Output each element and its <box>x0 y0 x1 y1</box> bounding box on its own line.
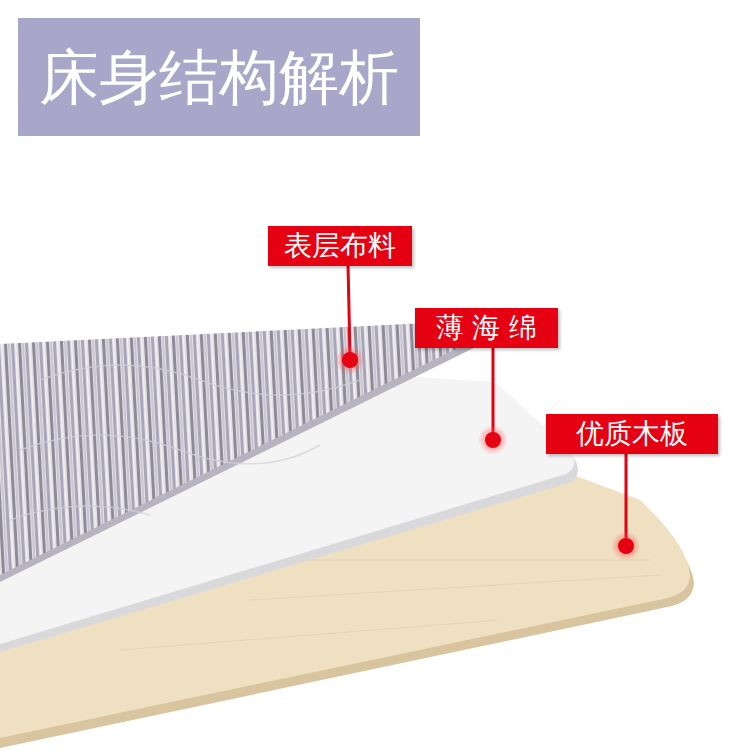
callout-label-text: 薄 海 绵 <box>436 311 538 345</box>
fabric-layer <box>0 320 498 582</box>
callout-glow <box>478 425 508 455</box>
callout-label-text: 表层布料 <box>284 229 396 263</box>
callout-glow <box>335 345 365 375</box>
callout-dot <box>618 538 634 554</box>
leader-line <box>348 264 350 356</box>
callout-label: 薄 海 绵 <box>415 308 558 348</box>
title-banner: 床身结构解析 <box>18 18 420 136</box>
leader-line <box>492 346 495 436</box>
leader-line <box>625 452 628 542</box>
callout-dot <box>485 432 501 448</box>
callout-label: 表层布料 <box>268 226 412 266</box>
callout-label: 优质木板 <box>546 414 718 454</box>
callouts <box>335 264 641 561</box>
callout-dot <box>342 352 358 368</box>
callout-label-text: 优质木板 <box>576 417 688 451</box>
fabric-top <box>0 320 494 575</box>
callout-glow <box>611 531 641 561</box>
quilt-seam <box>10 365 360 520</box>
title-text: 床身结构解析 <box>39 44 399 110</box>
